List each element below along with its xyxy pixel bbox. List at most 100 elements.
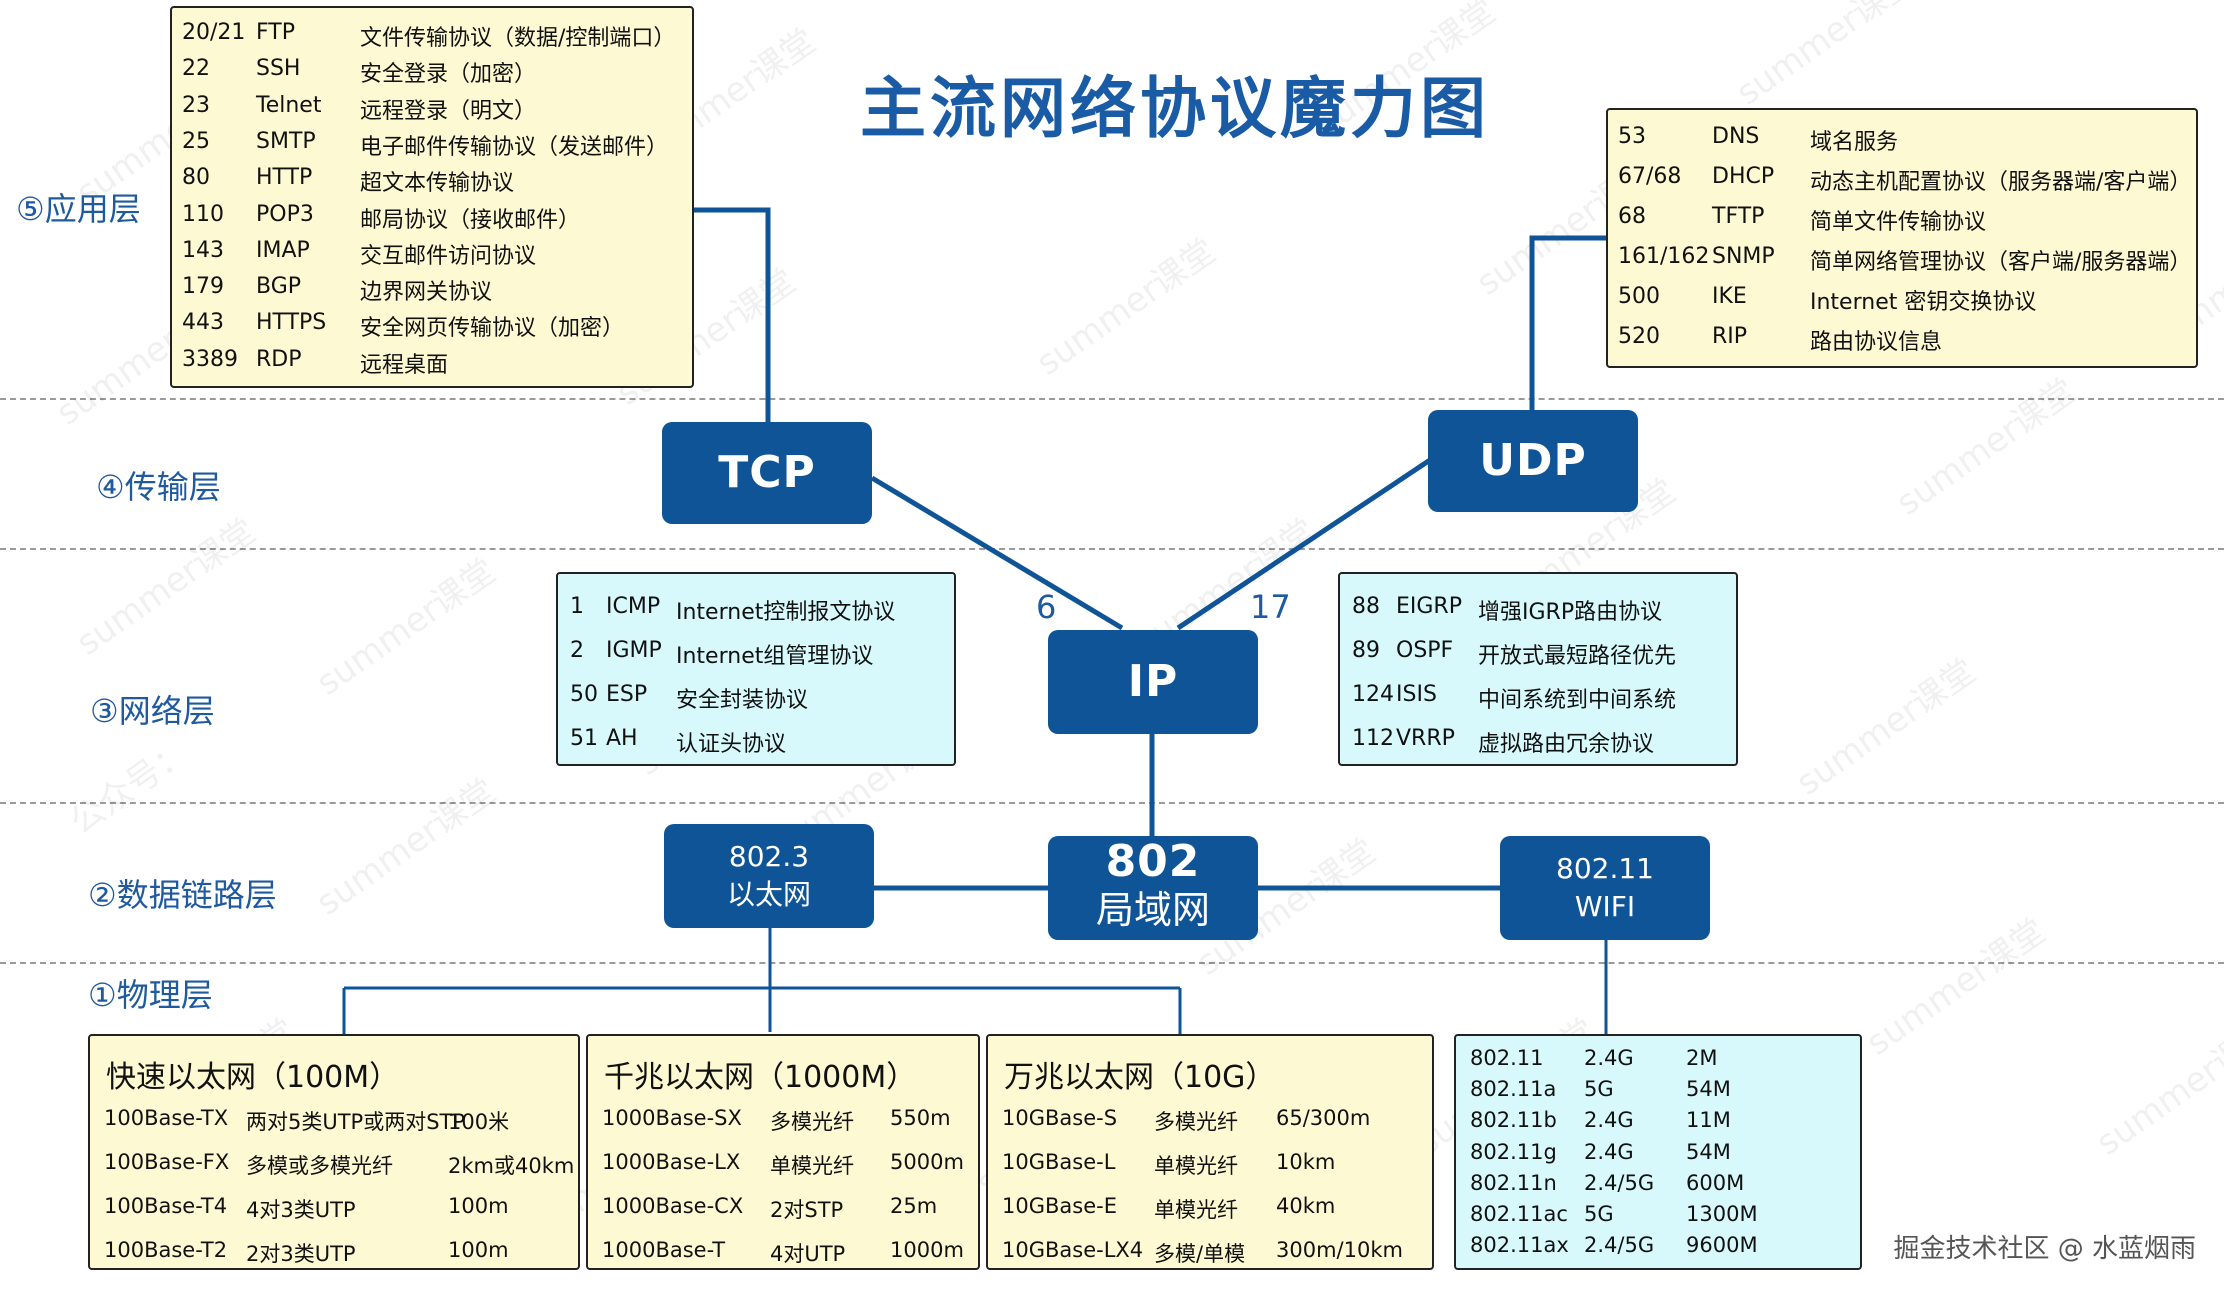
cell-name: RDP bbox=[256, 346, 302, 372]
cell-rate: 54M bbox=[1686, 1139, 1731, 1164]
cell-std: 10GBase-LX4 bbox=[1002, 1238, 1144, 1262]
cell-rate: 2M bbox=[1686, 1046, 1718, 1070]
cell-desc: 域名服务 bbox=[1810, 130, 1899, 155]
udp-protocol-number: 17 bbox=[1250, 588, 1291, 626]
cell-media: 多模或多模光纤 bbox=[246, 1154, 393, 1178]
ethernet-node-main: 802.3 bbox=[728, 840, 810, 874]
cell-num: 1 bbox=[570, 594, 584, 619]
cell-desc: 动态主机配置协议（服务器端/客户端） bbox=[1810, 170, 2192, 195]
lan-node: 802 局域网 bbox=[1048, 836, 1258, 940]
cell-desc: 远程登录（明文） bbox=[360, 98, 537, 124]
cell-dist: 550m bbox=[890, 1106, 951, 1130]
cell-name: Telnet bbox=[256, 92, 322, 118]
cell-rate: 11M bbox=[1686, 1108, 1731, 1133]
cell-name: SNMP bbox=[1712, 244, 1775, 269]
tcp-node: TCP bbox=[662, 422, 872, 524]
cell-std: 802.11g bbox=[1470, 1139, 1557, 1164]
cell-port: 179 bbox=[182, 274, 224, 300]
cell-dist: 40km bbox=[1276, 1194, 1336, 1218]
cell-media: 多模/单模 bbox=[1154, 1242, 1246, 1266]
tcp-protocol-number: 6 bbox=[1036, 588, 1057, 626]
cell-name: DNS bbox=[1712, 124, 1760, 149]
udp-node: UDP bbox=[1428, 410, 1638, 512]
list-item: 53 DNS 域名服务 bbox=[1608, 124, 2196, 164]
udp-ip-connector bbox=[1176, 457, 1432, 631]
cell-port: 110 bbox=[182, 201, 224, 227]
layer-label-transport: ④传输层 bbox=[96, 468, 221, 506]
cell-port: 500 bbox=[1618, 284, 1660, 309]
cell-desc: Internet控制报文协议 bbox=[676, 600, 896, 625]
layer-divider bbox=[0, 548, 2224, 550]
cell-port: 53 bbox=[1618, 124, 1646, 149]
cell-name: VRRP bbox=[1396, 726, 1455, 751]
cell-desc: 增强IGRP路由协议 bbox=[1478, 600, 1663, 625]
page-title: 主流网络协议魔力图 bbox=[860, 70, 1490, 147]
cell-num: 50 bbox=[570, 682, 598, 707]
cell-media: 两对5类UTP或两对STP bbox=[246, 1110, 466, 1134]
cell-std: 1000Base-T bbox=[602, 1238, 726, 1262]
lan-node-sub: 局域网 bbox=[1095, 888, 1210, 933]
udp-node-label: UDP bbox=[1479, 434, 1587, 486]
cell-media: 2对STP bbox=[770, 1198, 844, 1222]
layer-divider bbox=[0, 398, 2224, 400]
layer-label-application: ⑤应用层 bbox=[16, 190, 141, 228]
ethernet-node: 802.3 以太网 bbox=[664, 824, 874, 928]
cell-name: RIP bbox=[1712, 324, 1748, 349]
cell-name: SMTP bbox=[256, 128, 316, 154]
cell-name: FTP bbox=[256, 20, 295, 45]
cell-media: 4对UTP bbox=[770, 1242, 846, 1266]
cell-std: 802.11ac bbox=[1470, 1202, 1568, 1226]
wifi-node-main: 802.11 bbox=[1556, 852, 1654, 886]
tengig-ethernet-title: 万兆以太网（10G） bbox=[1004, 1060, 1276, 1095]
cell-media: 2对3类UTP bbox=[246, 1242, 356, 1266]
footer-credit: 掘金技术社区 @ 水蓝烟雨 bbox=[1893, 1234, 2196, 1264]
cell-media: 单模光纤 bbox=[1154, 1154, 1238, 1178]
cell-desc: Internet组管理协议 bbox=[676, 644, 874, 669]
cell-std: 10GBase-S bbox=[1002, 1106, 1118, 1130]
udp-app-connector bbox=[1529, 235, 1608, 410]
cell-media: 单模光纤 bbox=[770, 1154, 854, 1178]
cell-name: HTTP bbox=[256, 165, 313, 191]
cell-num: 88 bbox=[1352, 594, 1380, 619]
cell-desc: 认证头协议 bbox=[676, 732, 787, 757]
gigabit-ethernet-title: 千兆以太网（1000M） bbox=[604, 1060, 917, 1095]
cell-name: ISIS bbox=[1396, 682, 1437, 707]
cell-std: 1000Base-SX bbox=[602, 1106, 742, 1130]
cell-desc: 中间系统到中间系统 bbox=[1478, 688, 1677, 713]
cell-std: 100Base-TX bbox=[104, 1106, 229, 1130]
cell-freq: 2.4/5G bbox=[1584, 1233, 1655, 1258]
cell-name: HTTPS bbox=[256, 310, 327, 336]
cell-port: 68 bbox=[1618, 204, 1646, 229]
cell-desc: 虚拟路由冗余协议 bbox=[1478, 732, 1655, 757]
cell-name: POP3 bbox=[256, 201, 314, 227]
cell-std: 802.11a bbox=[1470, 1077, 1557, 1102]
tcp-node-label: TCP bbox=[718, 446, 816, 498]
cell-desc: 路由协议信息 bbox=[1810, 330, 1943, 355]
wifi-node: 802.11 WIFI bbox=[1500, 836, 1710, 940]
cell-desc: 安全登录（加密） bbox=[360, 62, 537, 88]
cell-freq: 2.4G bbox=[1584, 1046, 1634, 1070]
